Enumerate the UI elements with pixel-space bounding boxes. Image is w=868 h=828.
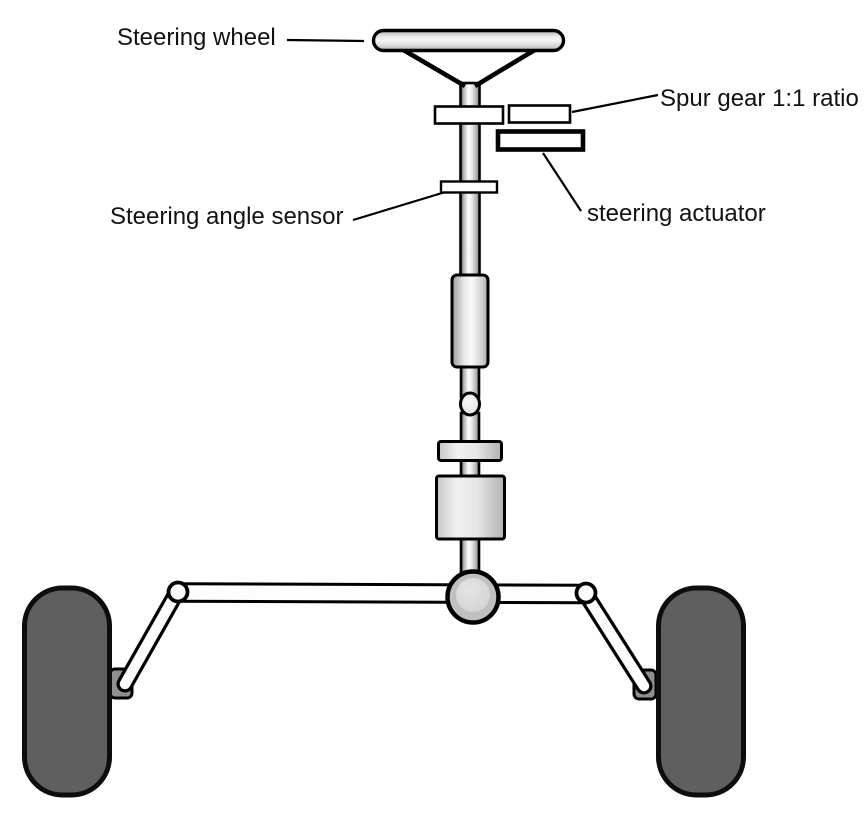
left-tie-rod-joint	[166, 580, 190, 604]
steering-angle-sensor-label: Steering angle sensor	[110, 203, 344, 230]
universal-joint-ball	[459, 391, 481, 417]
steering-angle-sensor-leader-line	[352, 188, 453, 222]
shaft-segment-below-joint	[459, 411, 481, 445]
spur-gear-right	[507, 104, 572, 124]
spur-gear-label: Spur gear 1:1 ratio	[660, 85, 859, 112]
steering-actuator-box	[495, 129, 586, 152]
steering-wheel-right-spoke	[473, 46, 540, 88]
right-steering-arm-body	[579, 587, 650, 692]
right-steering-arm	[576, 584, 653, 695]
steering-wheel	[371, 28, 566, 88]
steering-angle-sensor-ring	[439, 180, 499, 194]
leader-lines	[286, 38, 659, 222]
left-tire	[22, 585, 112, 798]
tie-rod-body	[177, 585, 587, 602]
gearbox-housing	[435, 474, 506, 541]
steering-wheel-leader-line	[286, 38, 365, 43]
center-pitman-joint	[445, 569, 501, 625]
right-tie-rod-joint	[574, 581, 598, 605]
spur-gear-leader-line	[571, 93, 659, 114]
center-joint-inner	[456, 578, 490, 612]
left-steering-arm	[116, 583, 186, 693]
steering-wheel-left-spoke	[398, 46, 467, 88]
steering-actuator-label: steering actuator	[587, 200, 766, 227]
steering-wheel-label: Steering wheel	[117, 24, 276, 51]
right-tire	[656, 585, 746, 798]
gearbox-disc	[437, 440, 503, 462]
steering-wheel-rim	[371, 28, 566, 53]
tie-rod	[177, 582, 587, 605]
column-cylinder	[450, 273, 490, 369]
steering-actuator-leader-line	[542, 152, 582, 212]
left-steering-arm-body	[119, 586, 183, 690]
spur-gear-left	[433, 105, 505, 125]
